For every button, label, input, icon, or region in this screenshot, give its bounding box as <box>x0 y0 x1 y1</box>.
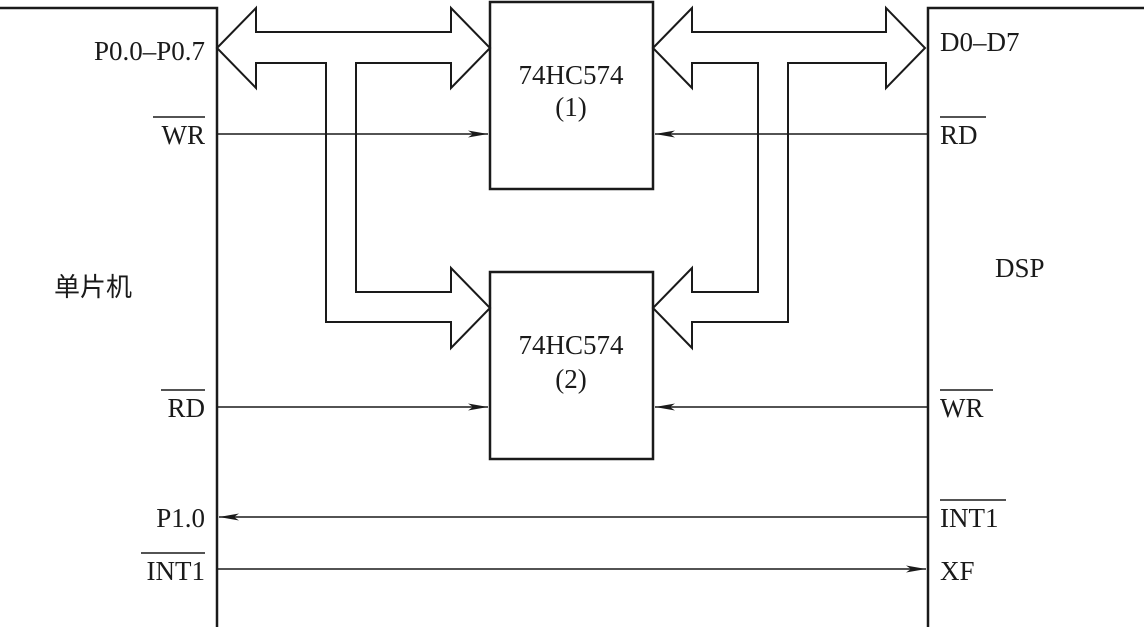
mcu-pin-bus: P0.0–P0.7 <box>94 36 205 66</box>
mcu-pin-p10: P1.0 <box>156 503 205 533</box>
dsp-pin-rd: RD <box>940 120 978 150</box>
latch2-block <box>488 270 655 461</box>
latch2-index: (2) <box>555 364 586 394</box>
mcu-pin-rd: RD <box>167 393 205 423</box>
dsp-pin-wr: WR <box>940 393 984 423</box>
mcu-pin-wr: WR <box>162 120 206 150</box>
dsp-label: DSP <box>995 253 1045 283</box>
dsp-pin-xf: XF <box>940 556 975 586</box>
latch2-name: 74HC574 <box>518 330 624 360</box>
mcu-pin-int1: INT1 <box>147 556 205 586</box>
mcu-block <box>0 6 219 627</box>
latch1-index: (1) <box>555 92 586 122</box>
left-data-bus <box>215 5 492 351</box>
dsp-pin-bus: D0–D7 <box>940 27 1020 57</box>
latch1-name: 74HC574 <box>518 60 624 90</box>
dsp-block <box>926 6 1144 627</box>
latch1-block <box>488 0 655 191</box>
dsp-pin-int1: INT1 <box>940 503 998 533</box>
mcu-label: 单片机 <box>54 273 132 303</box>
right-data-bus <box>651 5 927 351</box>
